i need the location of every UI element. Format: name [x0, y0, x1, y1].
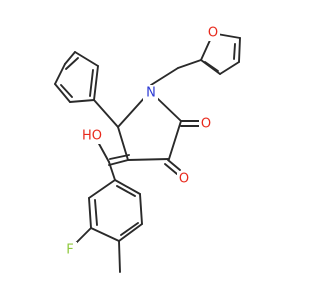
bond [233, 43, 236, 60]
atom-labels: O N O O HO F [64, 25, 220, 258]
bond [118, 240, 121, 273]
bond [65, 57, 79, 70]
bond [94, 199, 98, 226]
nitrogen-label: N [146, 86, 156, 101]
carbonyl-oxygen-label: O [179, 172, 189, 187]
hydroxyl-label: HO [82, 129, 102, 144]
bond [117, 95, 147, 128]
fluorine-label: F [66, 243, 73, 258]
bond [54, 63, 66, 85]
bond [108, 161, 116, 181]
bond [200, 59, 221, 75]
bond [69, 99, 95, 103]
bond [64, 51, 76, 65]
bond [219, 61, 240, 75]
bond [118, 223, 143, 242]
bond [88, 179, 116, 199]
bond [150, 67, 179, 86]
label-mask [199, 116, 213, 132]
bond [177, 59, 202, 69]
bond [116, 185, 136, 197]
bond [88, 197, 92, 229]
molecule-canvas: O N O O HO F [54, 25, 241, 273]
bond [156, 97, 182, 122]
molecule-structure: O N O O HO F [54, 25, 241, 273]
bond [108, 159, 129, 166]
bond [74, 51, 99, 67]
label-mask [177, 171, 191, 187]
bond [139, 193, 143, 225]
bond [90, 227, 120, 242]
bond [93, 65, 99, 101]
bond [89, 69, 94, 97]
bond [200, 37, 212, 61]
bond [168, 120, 182, 160]
bond [167, 159, 181, 171]
label-mask [143, 85, 158, 102]
bond [204, 61, 219, 72]
bond [109, 154, 130, 160]
bond [120, 222, 139, 236]
label-mask [206, 25, 220, 41]
bond [117, 126, 129, 161]
bond [60, 84, 73, 98]
carbonyl-oxygen-label: O [201, 117, 211, 132]
bond [216, 33, 241, 39]
bond [54, 83, 71, 103]
bond [93, 99, 119, 128]
label-mask [81, 128, 103, 144]
bonds [54, 33, 241, 273]
bond [114, 179, 141, 195]
bond [238, 37, 241, 63]
bond [164, 163, 178, 175]
bond [127, 158, 170, 161]
bond [97, 141, 110, 163]
label-mask [64, 242, 77, 258]
furan-oxygen-label: O [208, 26, 218, 41]
